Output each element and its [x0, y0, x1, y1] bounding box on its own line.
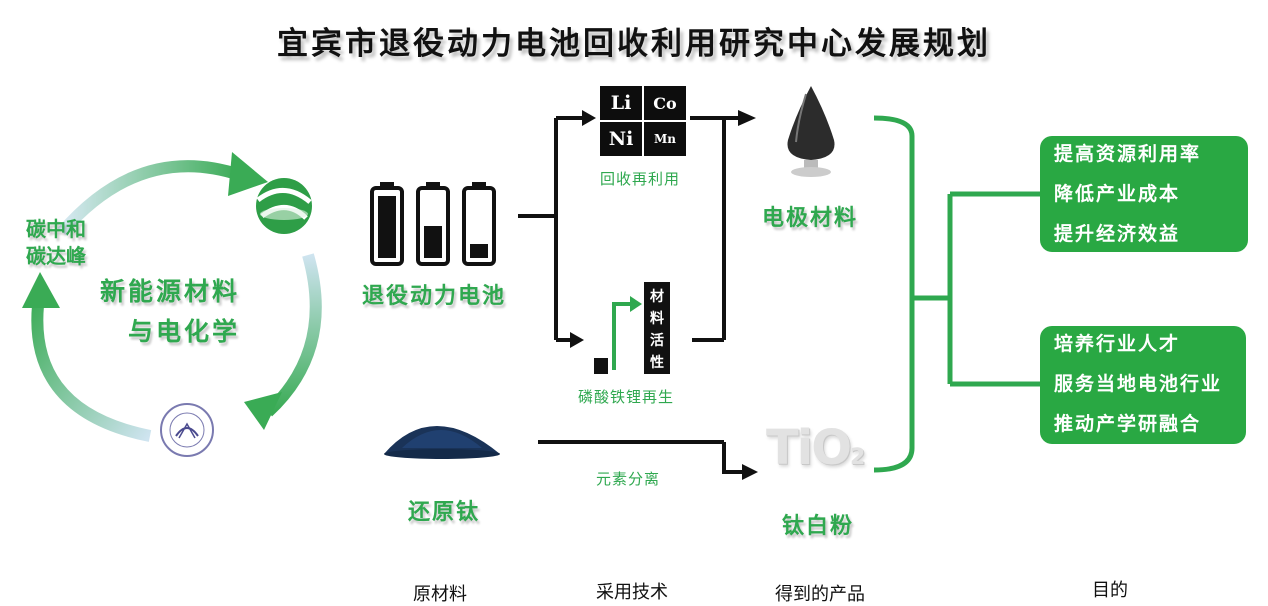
- electrode-material-label: 电极材料: [762, 205, 859, 231]
- titanium-pile-icon: [384, 426, 500, 459]
- retired-battery-label: 退役动力电池: [362, 283, 507, 309]
- element-li: Li: [600, 86, 642, 120]
- cycle-arrowhead-right: [244, 392, 282, 430]
- arrowhead-to-electrode: [738, 110, 756, 126]
- center-title-line2: 与电化学: [128, 317, 241, 346]
- material-activity-char: 活: [650, 333, 664, 349]
- battery-icons: [370, 182, 496, 266]
- element-ni: Ni: [600, 122, 642, 156]
- goal-item: 培养行业人才: [1054, 333, 1181, 355]
- material-activity-char: 料: [650, 311, 664, 327]
- tio2-formula-main: TiO: [766, 420, 852, 476]
- arrowhead-to-lfp: [570, 332, 584, 348]
- cycle-arrowhead-left: [22, 272, 60, 308]
- goal-box-2: 培养行业人才 服务当地电池行业 推动产学研融合: [1040, 326, 1246, 444]
- goal-item: 提升经济效益: [1054, 223, 1181, 245]
- tio2-formula: TiO2: [766, 420, 865, 476]
- to-tio2-line: [722, 442, 744, 474]
- arrowhead-to-tio2: [742, 464, 758, 480]
- carbon-peak-label: 碳达峰: [26, 244, 86, 268]
- lfp-regeneration-icon: [594, 282, 670, 374]
- cycle-diagram: [22, 152, 322, 457]
- products-bracket: [873, 115, 915, 473]
- carbon-neutral-label: 碳中和: [26, 217, 86, 241]
- tio2-formula-sub: 2: [850, 445, 865, 470]
- center-title-line1: 新能源材料: [100, 277, 241, 306]
- goal-item: 推动产学研融合: [1054, 413, 1202, 435]
- green-logo-icon: [256, 178, 312, 234]
- lfp-regeneration-label: 磷酸铁锂再生: [578, 388, 675, 406]
- electrode-powder-icon: [787, 86, 835, 177]
- page-title: 宜宾市退役动力电池回收利用研究中心发展规划: [277, 26, 991, 62]
- cycle-arc-top: [57, 160, 242, 236]
- goal-box-1: 提高资源利用率 降低产业成本 提升经济效益: [1040, 136, 1248, 252]
- cycle-arc-right: [263, 253, 322, 417]
- material-activity-char: 性: [650, 355, 664, 371]
- goal-item: 降低产业成本: [1054, 183, 1181, 205]
- material-activity-label: 材 料 活 性: [644, 286, 670, 374]
- university-seal-icon: [160, 403, 214, 457]
- element-mn: Mn: [644, 122, 686, 156]
- column-label-products: 得到的产品: [775, 584, 865, 605]
- element-separation-label: 元素分离: [596, 470, 661, 488]
- titanium-dioxide-label: 钛白粉: [782, 513, 855, 539]
- column-label-technology: 采用技术: [596, 582, 668, 603]
- arrowhead-to-elements: [582, 110, 596, 126]
- column-label-raw-material: 原材料: [413, 584, 467, 605]
- reduced-titanium-label: 还原钛: [408, 499, 481, 525]
- column-label-goals: 目的: [1092, 580, 1128, 601]
- element-co: Co: [644, 86, 686, 120]
- material-activity-char: 材: [650, 289, 664, 305]
- goal-item: 提高资源利用率: [1054, 143, 1202, 165]
- battery-half-icon: [416, 182, 450, 266]
- goal-item: 服务当地电池行业: [1054, 373, 1223, 395]
- recycle-reuse-label: 回收再利用: [600, 170, 681, 188]
- cycle-arrowhead-top: [228, 152, 268, 196]
- battery-full-icon: [370, 182, 404, 266]
- cycle-arc-left: [31, 289, 152, 442]
- battery-low-icon: [462, 182, 496, 266]
